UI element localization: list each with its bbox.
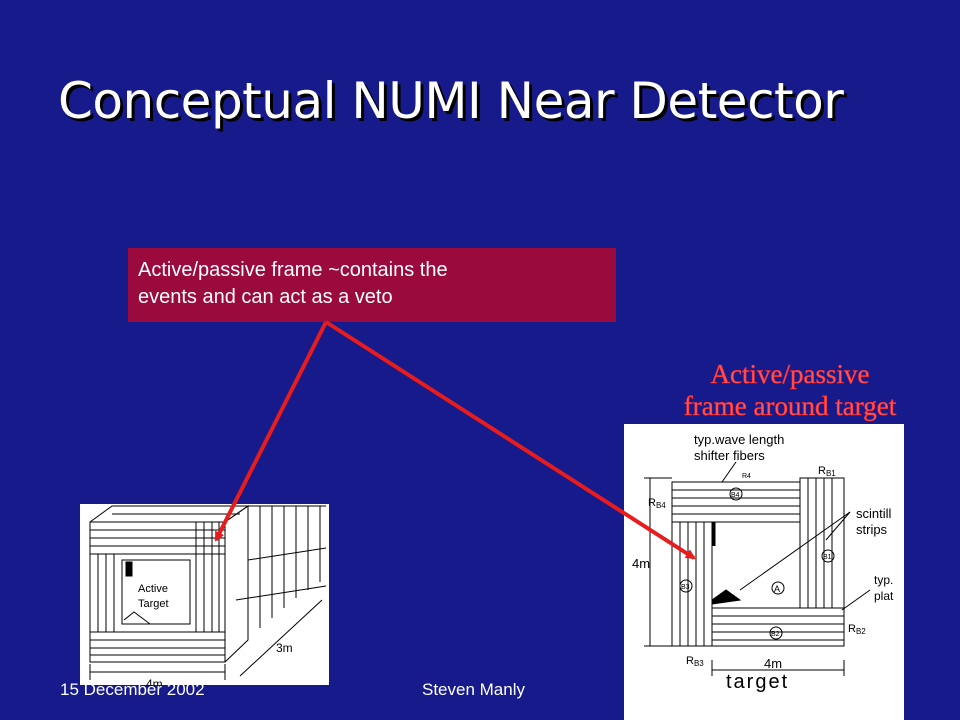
right-fibers-label-2: shifter fibers: [694, 448, 765, 463]
right-left-column: [671, 521, 713, 647]
left-active-label-1: Active: [138, 583, 168, 595]
left-depth-dimension-line: [239, 599, 323, 677]
right-scint-label-1: scintill: [856, 506, 892, 521]
callout-line-1: Active/passive frame ~contains the: [138, 259, 448, 281]
right-a-label: A: [774, 584, 780, 594]
right-fibers-label-1: typ.wave length: [694, 432, 784, 447]
right-r4-label: R4: [742, 473, 751, 480]
callout-line-2: events and can act as a veto: [138, 286, 393, 308]
caption-line-2: frame around target: [683, 391, 897, 422]
left-depth-label: 3m: [276, 641, 293, 655]
slide-title: Conceptual NUMI Near Detector: [58, 72, 844, 130]
arrow-to-left-figure: [214, 321, 328, 542]
left-active-label-2: Target: [138, 598, 169, 610]
right-rb3-label: RB3: [686, 655, 704, 668]
arrow-to-right-figure: [324, 320, 696, 560]
callout-box: Active/passive frame ~contains the event…: [128, 248, 616, 322]
right-rb2-label: RB2: [848, 623, 866, 636]
right-b2-label: B2: [771, 631, 780, 638]
right-width-label: 4m: [764, 656, 782, 671]
right-plate-label-2: plat: [874, 589, 894, 603]
right-height-label: 4m: [632, 556, 650, 571]
right-figure-background: [624, 424, 904, 720]
right-bottom-bar: [711, 607, 845, 647]
left-front-frame: [89, 521, 226, 663]
right-target-label: target: [726, 671, 789, 693]
caption-line-1: Active/passive: [710, 359, 870, 390]
right-scint-label-2: strips: [856, 522, 888, 537]
right-b4-label: B4: [731, 492, 740, 499]
footer-author: Steven Manly: [422, 680, 525, 699]
figure-caption: Active/passive frame around target: [640, 358, 940, 422]
right-rb4-label: RB4: [648, 497, 666, 510]
left-active-target-window: [121, 559, 191, 625]
footer-date: 15 December 2002: [60, 680, 205, 699]
right-b3-label: B3: [681, 584, 690, 591]
right-rb1-label: RB1: [818, 465, 836, 478]
right-b1-label: B1: [823, 554, 832, 561]
left-width-label: 4m: [146, 677, 163, 691]
right-plate-label-1: typ.: [874, 573, 893, 587]
